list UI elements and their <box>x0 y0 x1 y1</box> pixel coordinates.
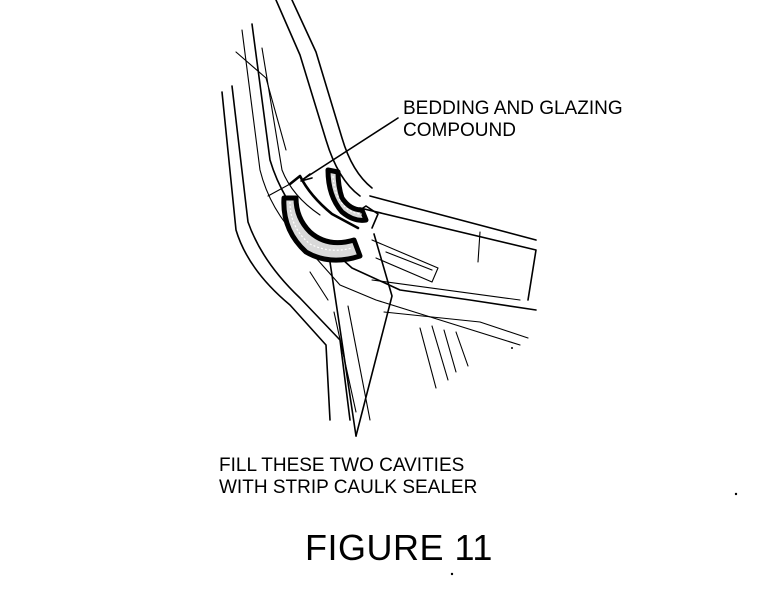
caulk-callout-line-2: WITH STRIP CAULK SEALER <box>219 476 478 498</box>
bedding-compound-callout: BEDDING AND GLAZING COMPOUND <box>403 98 623 142</box>
frame-top-rails <box>235 0 373 197</box>
print-specks <box>450 347 738 576</box>
caulk-callout-line-1: FILL THESE TWO CAVITIES <box>219 455 465 476</box>
caulk-cavity-left <box>281 195 363 263</box>
bedding-callout-line-1: BEDDING AND GLAZING <box>403 98 623 119</box>
frame-outer-edges <box>221 23 537 421</box>
frame-right-rail <box>359 195 537 339</box>
frame-lower-members <box>309 271 469 421</box>
figure-caption: FIGURE 11 <box>305 527 493 568</box>
caulk-cavity-right <box>325 167 369 223</box>
caulk-cavities-callout: FILL THESE TWO CAVITIES WITH STRIP CAULK… <box>219 455 477 499</box>
leader-lines <box>300 117 399 437</box>
bedding-callout-line-2: COMPOUND <box>403 119 516 141</box>
